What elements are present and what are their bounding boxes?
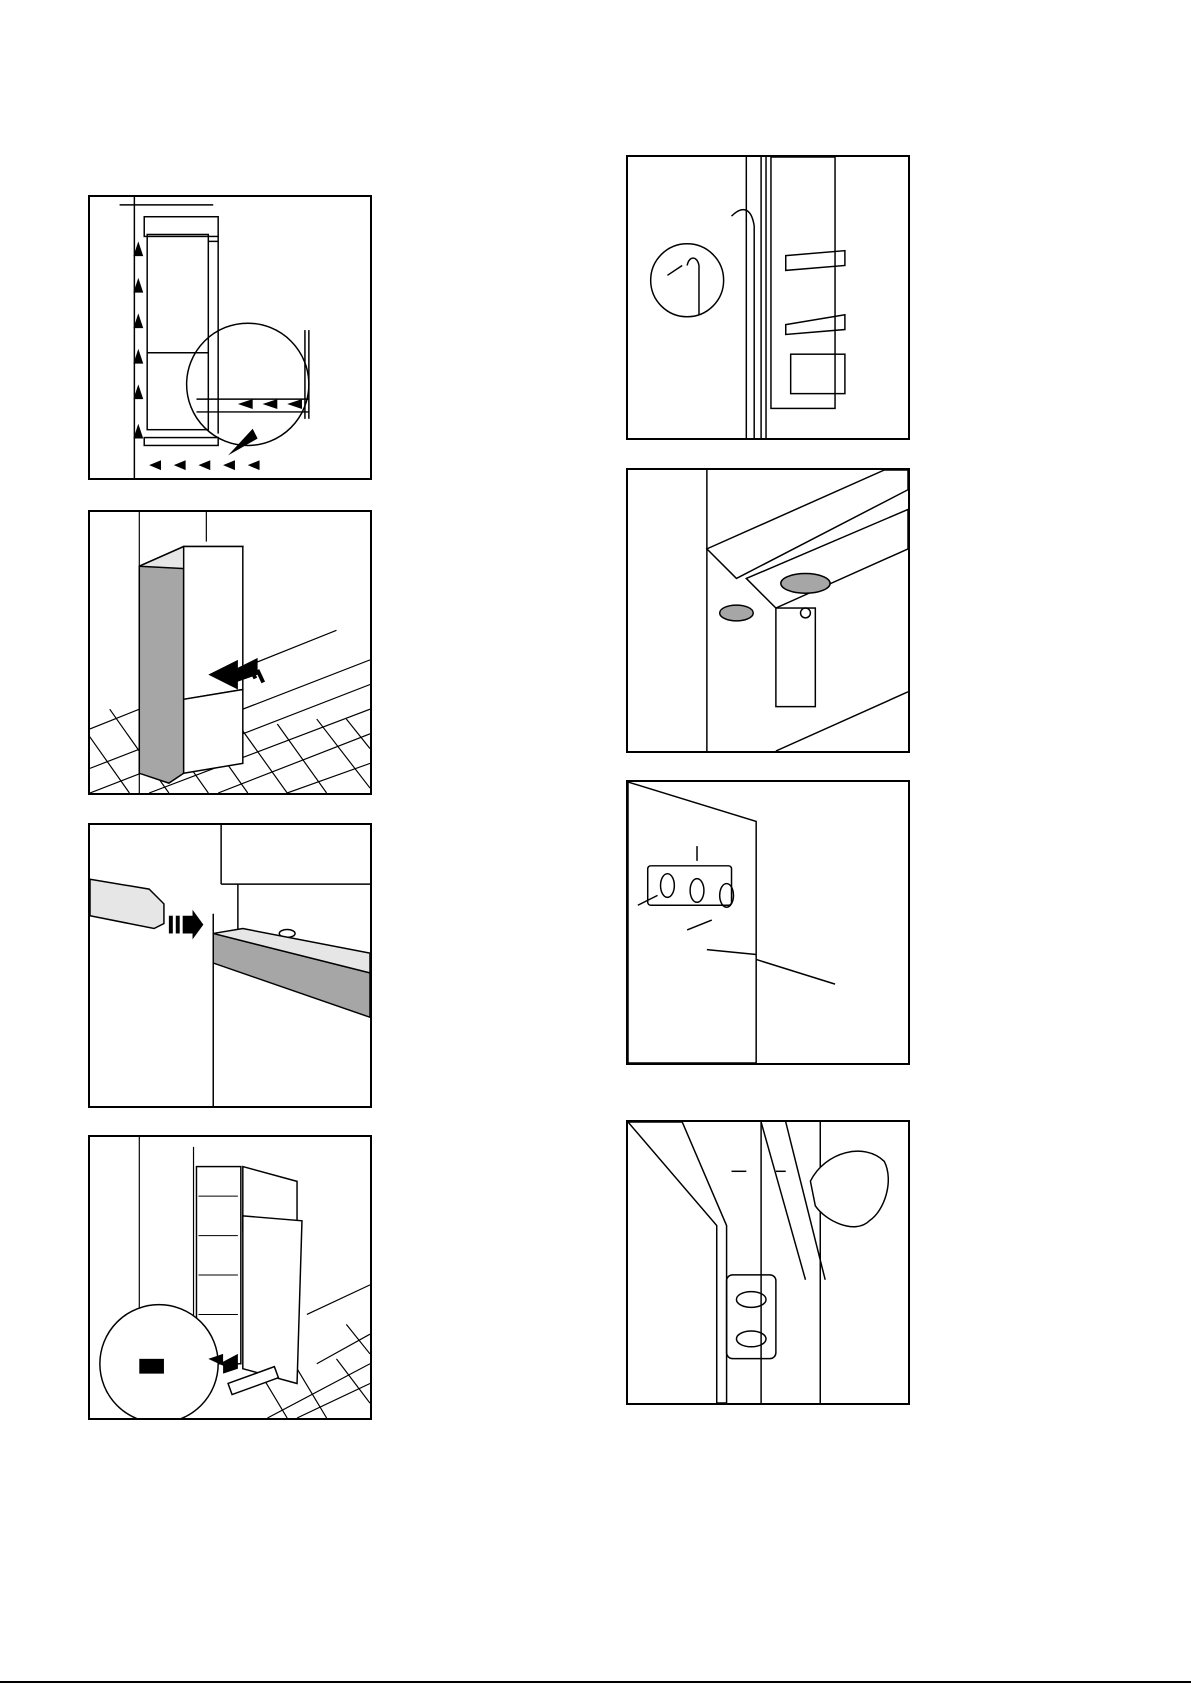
figure-ventilation <box>88 195 372 480</box>
plinth-cover-icon <box>90 825 370 1106</box>
figure-mark-holes <box>626 1120 910 1405</box>
mark-holes-pencil-icon <box>628 1122 908 1403</box>
ventilation-airflow-icon <box>90 197 370 478</box>
push-appliance-icon <box>90 512 370 793</box>
figure-door-seal <box>626 155 910 440</box>
door-seal-icon <box>628 157 908 438</box>
door-bracket-icon <box>628 782 908 1063</box>
figure-door-bracket <box>626 780 910 1065</box>
figure-push-into-niche <box>88 510 372 795</box>
figure-hinge-covers <box>626 468 910 753</box>
figure-plinth-cover <box>88 823 372 1108</box>
hinge-covers-icon <box>628 470 908 751</box>
foot-cover-icon <box>90 1137 370 1418</box>
figure-foot-cover <box>88 1135 372 1420</box>
footer-rule <box>0 1681 1191 1683</box>
